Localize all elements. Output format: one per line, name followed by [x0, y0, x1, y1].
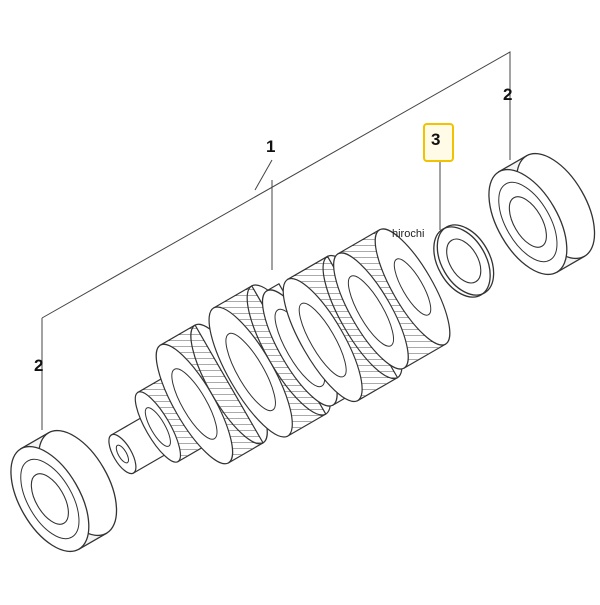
leader-top-bracket: [41, 51, 511, 319]
callout-washer: 3: [431, 130, 441, 149]
thrust-washer-icon: [433, 224, 495, 298]
watermark-text: hirochi: [392, 228, 425, 240]
callout-bearing-top: 2: [503, 85, 513, 104]
leader-lines: [41, 51, 511, 430]
callout-highlight-box: [423, 123, 454, 162]
ball-bearing-icon: [488, 152, 596, 276]
callout-shaft: 1: [266, 137, 276, 156]
ball-bearing-icon: [10, 429, 118, 553]
shaft-assembly-icon: [108, 228, 451, 475]
callout-bearing-bottom: 2: [34, 356, 44, 375]
leader-shaft: [254, 159, 273, 191]
